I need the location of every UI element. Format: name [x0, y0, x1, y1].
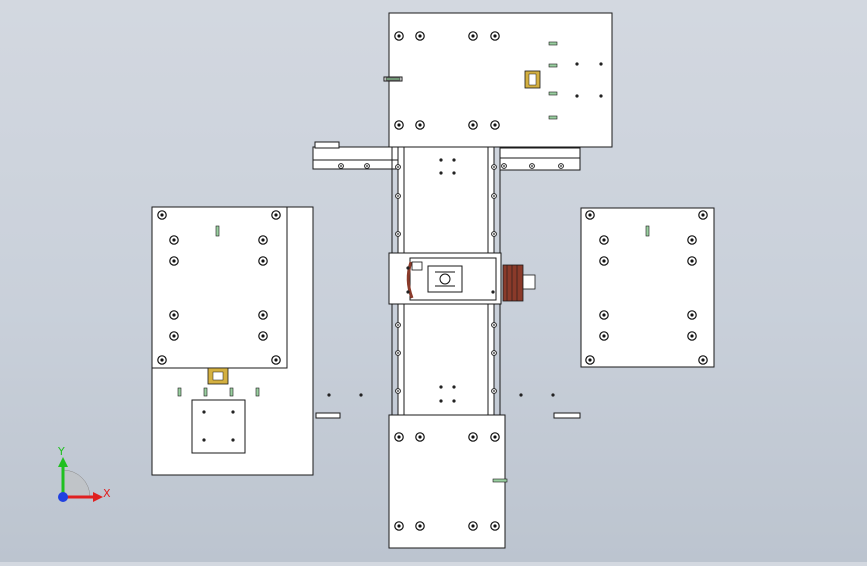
left-bracket — [312, 146, 399, 170]
coordinate-triad: Y X — [57, 445, 111, 502]
motor-coupling — [502, 264, 524, 302]
carriage-details — [406, 261, 536, 302]
x-axis-label: X — [103, 487, 111, 500]
green-screws — [177, 41, 650, 483]
right-bracket — [499, 147, 581, 171]
left-rod — [315, 412, 341, 419]
bottom-plate[interactable] — [388, 414, 506, 549]
left-sub-block — [191, 399, 246, 454]
top-plate[interactable] — [388, 12, 613, 148]
left-plate-inner — [151, 206, 288, 369]
copper-arc — [406, 261, 414, 299]
left-bracket-tab — [314, 141, 340, 149]
z-axis-dot — [58, 492, 68, 502]
right-rod — [553, 412, 581, 419]
y-axis-label: Y — [57, 445, 65, 458]
